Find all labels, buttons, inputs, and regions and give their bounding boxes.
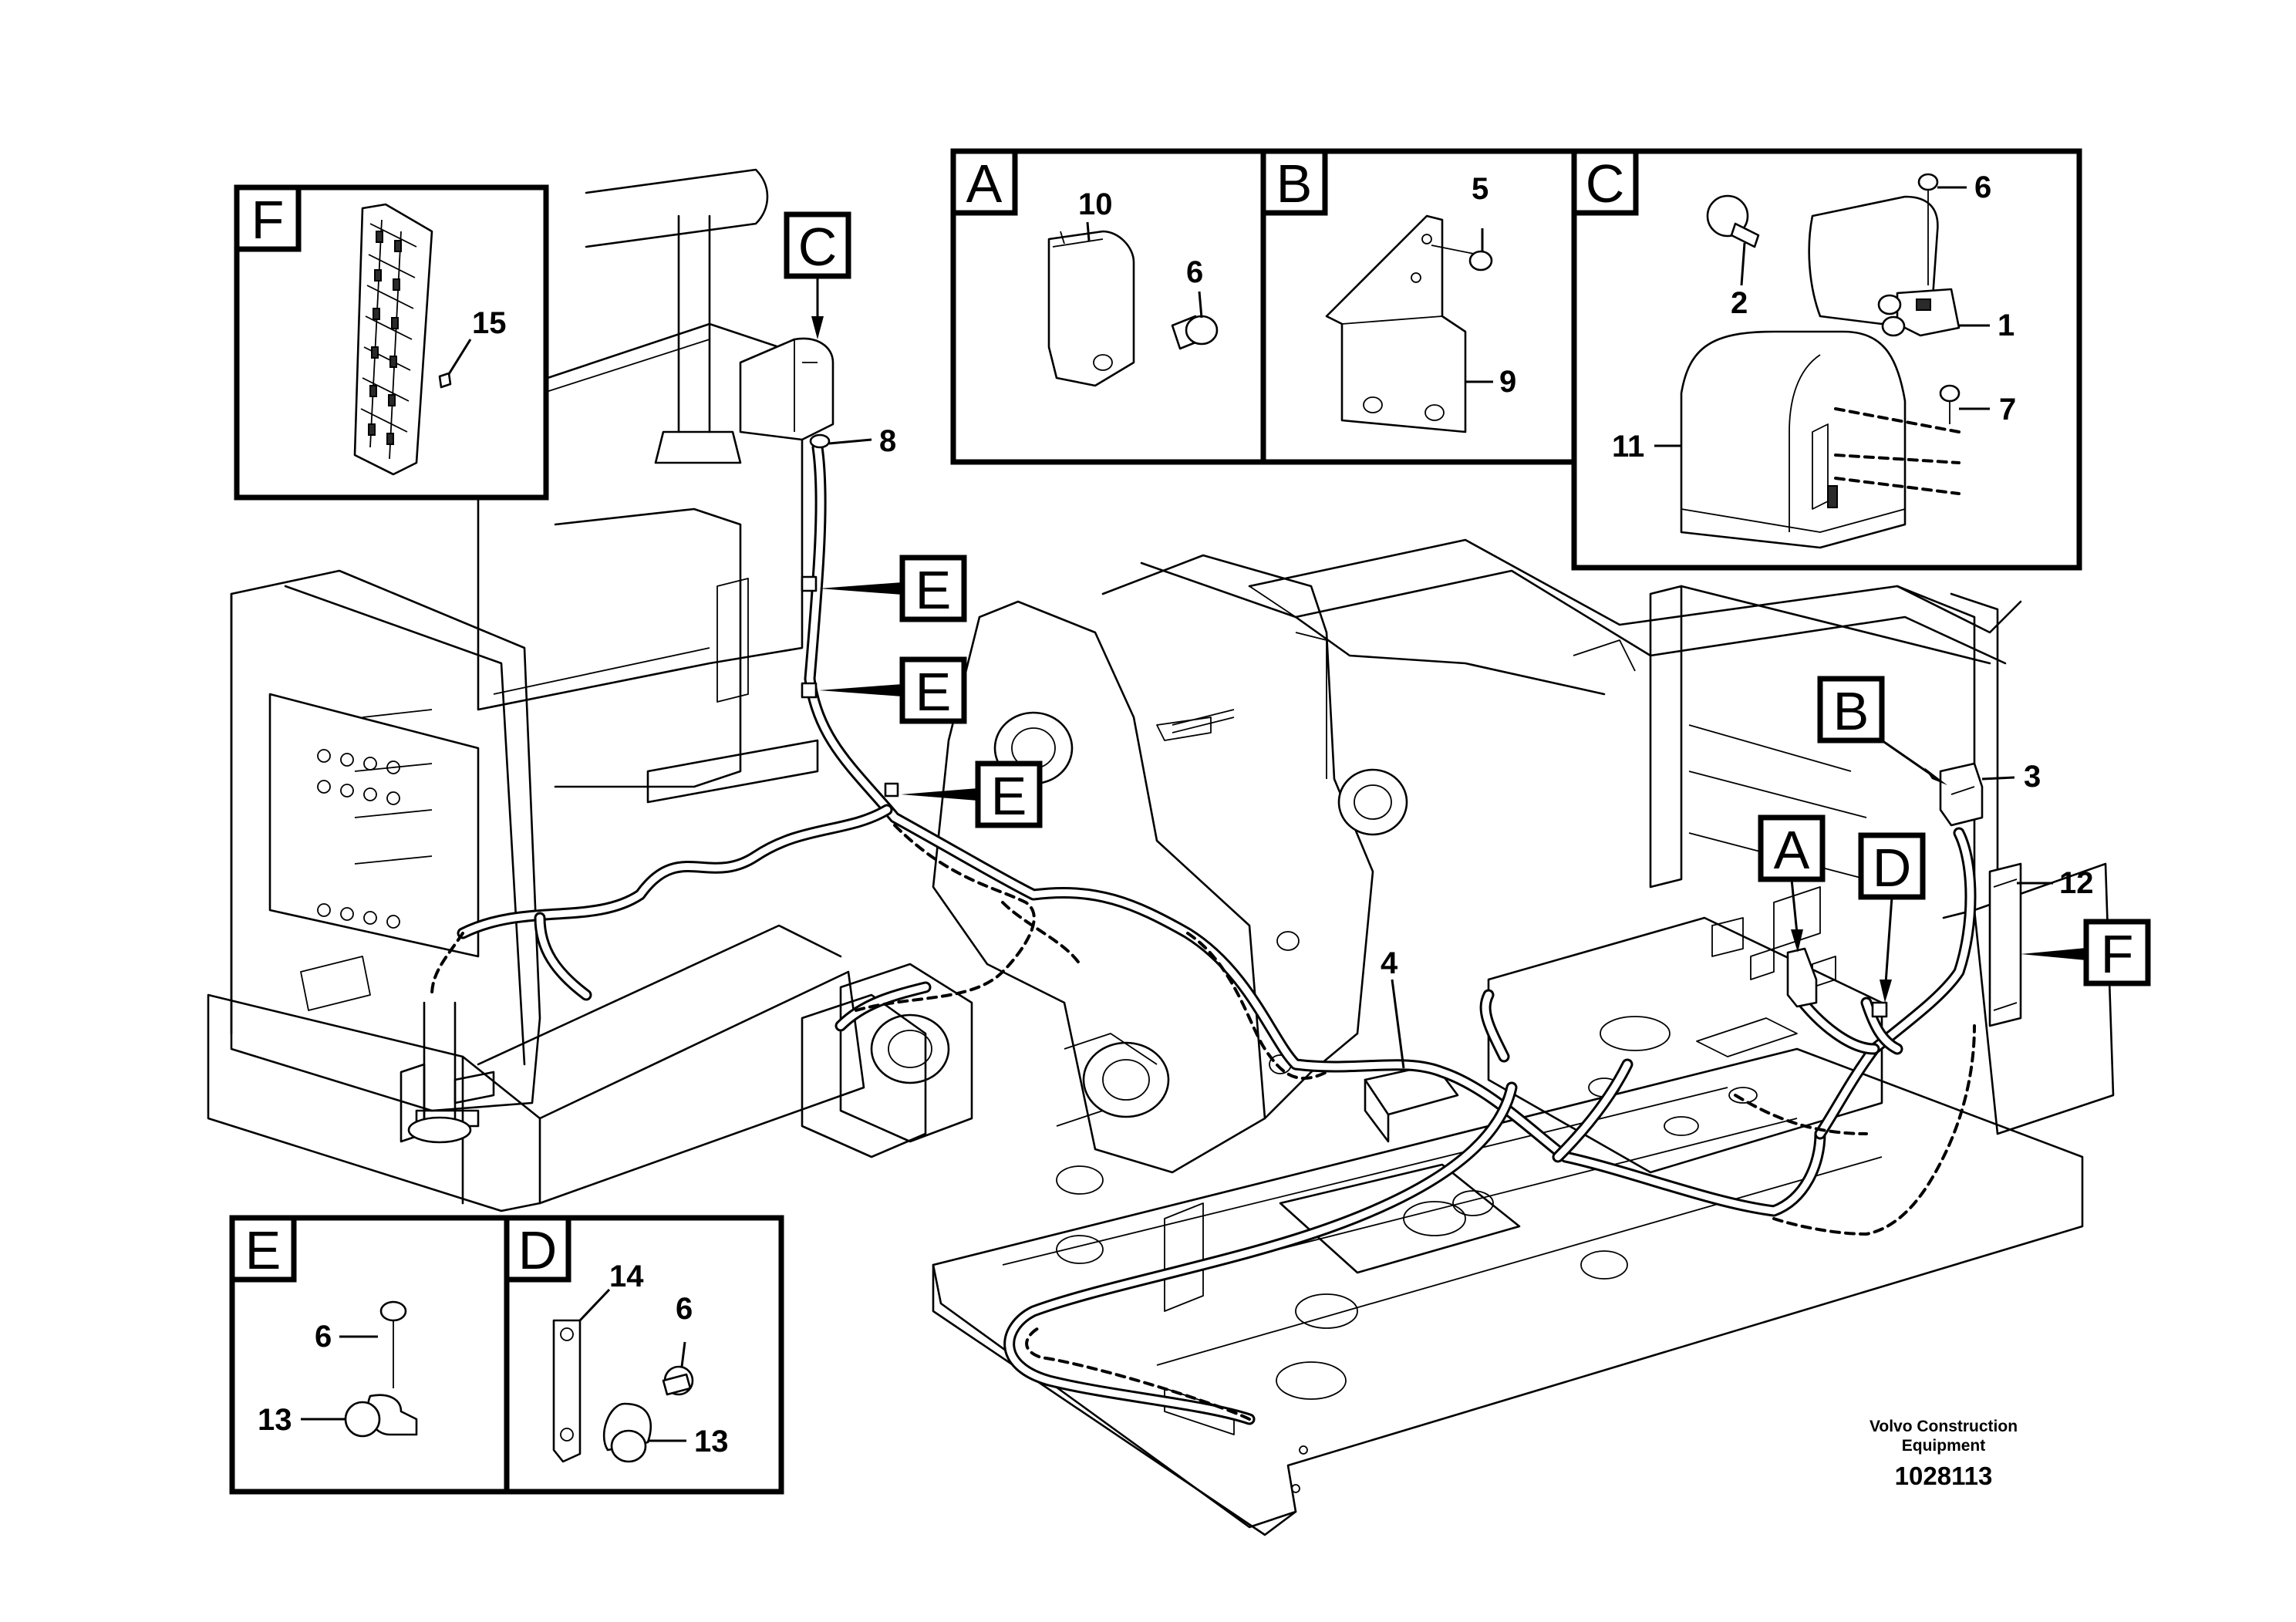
svg-text:D: D [1873,838,1912,898]
callout-3: 3 [2024,760,2041,794]
detail-panel-b: B 5 9 [1260,148,1577,465]
view-marker-c: C [784,211,851,339]
svg-text:F: F [251,190,285,250]
caption-line-2: Equipment [1902,1437,1986,1455]
svg-text:C: C [1586,153,1625,214]
callout-c-2: 2 [1731,286,1748,320]
detail-panel-f: F 15 [234,184,549,501]
detail-panel-e: E 6 13 [229,1215,510,1495]
svg-text:E: E [915,560,952,620]
svg-text:A: A [966,153,1003,214]
callout-c-1: 1 [1998,309,2014,342]
svg-text:E: E [991,766,1027,826]
detail-panel-a: A 10 6 [950,148,1266,465]
harness-cable [430,441,1977,1425]
svg-text:A: A [1774,820,1810,880]
caption-block: Volvo Construction Equipment 1028113 [1870,1418,2018,1490]
callout-f-15: 15 [472,306,507,340]
detail-panel-d: D 14 6 13 [504,1215,784,1495]
view-marker-d: D [1858,832,1926,1003]
caption-line-1: Volvo Construction [1870,1418,2018,1435]
cooler-grid-holes [317,749,400,929]
fuse-slots [368,231,402,445]
callout-12: 12 [2059,866,2094,900]
callout-a-10: 10 [1078,187,1113,221]
view-marker-b: B [1817,676,1947,785]
callout-d-13: 13 [694,1425,729,1458]
view-marker-e-1: E [819,555,967,622]
callout-e-6: 6 [315,1320,332,1354]
callout-c-11: 11 [1612,430,1644,464]
machine-frame [207,168,2115,1536]
svg-text:F: F [2101,924,2134,984]
callout-a-6: 6 [1186,255,1203,289]
callout-d-6: 6 [676,1292,693,1326]
main-view-components [739,337,2022,1027]
callout-8: 8 [879,424,896,458]
view-markers: C E E E B A [784,211,2151,1003]
drawing-number: 1028113 [1895,1462,1993,1490]
callout-c-6: 6 [1974,170,1991,204]
view-marker-f: F [2021,919,2151,986]
main-callouts: 8 3 12 4 [828,424,2094,1069]
callout-e-13: 13 [258,1403,292,1437]
callout-b-9: 9 [1499,365,1516,399]
svg-text:B: B [1276,153,1313,214]
callout-4: 4 [1381,946,1398,980]
callout-b-5: 5 [1472,172,1489,206]
svg-text:B: B [1833,681,1870,741]
svg-text:E: E [915,662,952,722]
view-marker-a: A [1758,814,1826,953]
callout-d-14: 14 [609,1259,644,1293]
callout-c-7: 7 [1999,393,2016,427]
view-marker-e-3: E [901,760,1043,828]
detail-panel-c: C 2 6 1 7 11 [1571,148,2082,571]
fuse-board [353,203,433,476]
svg-text:E: E [245,1220,282,1280]
svg-text:D: D [518,1220,558,1280]
svg-text:C: C [798,217,838,277]
view-marker-e-2: E [819,656,967,724]
